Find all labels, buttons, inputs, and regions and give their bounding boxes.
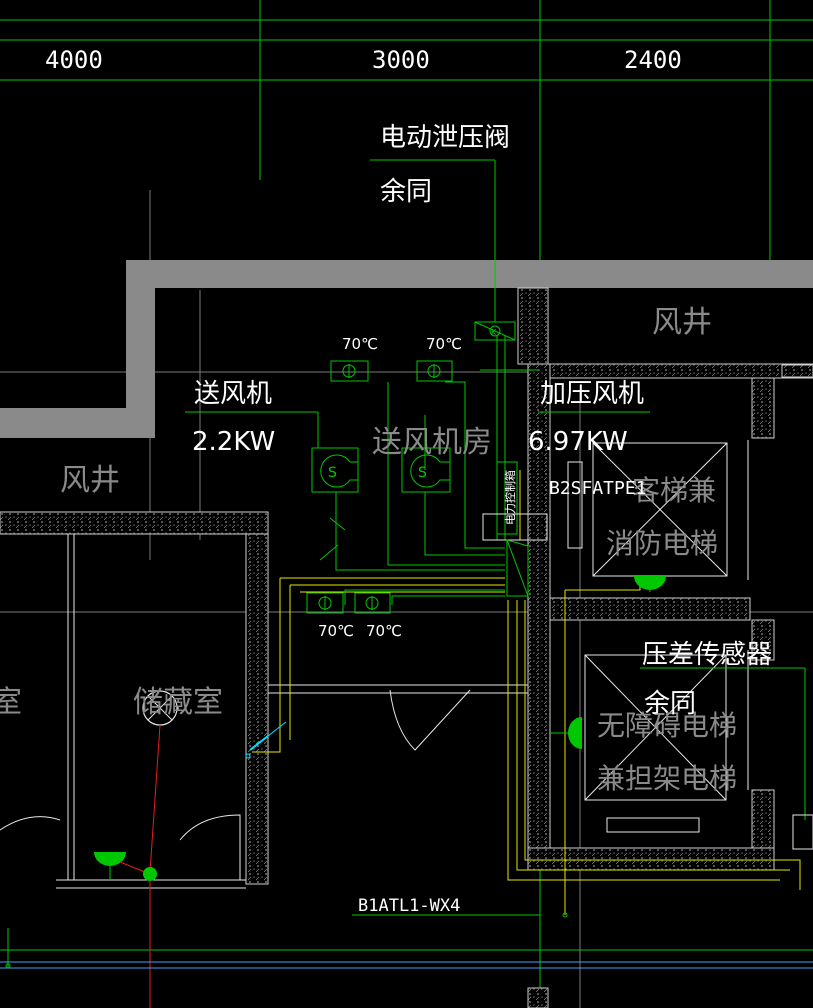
storage-fixture xyxy=(119,690,178,1008)
press-fan-power: 6.97KW xyxy=(528,427,628,457)
control-box-label: 电力控制箱 xyxy=(503,470,517,525)
pressure-sensors xyxy=(94,576,666,880)
elevator-a-label-2: 消防电梯 xyxy=(606,527,718,560)
circuit-label: B1ATL1-WX4 xyxy=(358,896,460,916)
cable-runs xyxy=(252,470,801,915)
temp-label-2: 70℃ xyxy=(426,335,462,353)
dimension-4000: 4000 xyxy=(45,46,103,74)
fire-dampers xyxy=(306,360,453,614)
temp-label-3: 70℃ xyxy=(318,622,354,640)
shaft-left-label: 风井 xyxy=(60,463,120,498)
dimension-3000: 3000 xyxy=(372,46,430,74)
supply-fan-room-label: 送风机房 xyxy=(372,425,492,460)
press-fan-label: 加压风机 xyxy=(540,379,644,409)
storage-label: 储藏室 xyxy=(133,685,223,720)
supply-fan-icon: S xyxy=(311,447,359,493)
elevator-b-label-1: 无障碍电梯 xyxy=(597,709,737,742)
temp-label-1: 70℃ xyxy=(342,335,378,353)
shaft-right-label: 风井 xyxy=(652,305,712,340)
sensor-label: 压差传感器 xyxy=(642,640,772,670)
supply-fan-label: 送风机 xyxy=(194,379,272,409)
elevator-b-label-2: 兼担架电梯 xyxy=(597,762,737,795)
fan-symbol-2: S xyxy=(418,465,427,481)
elevator-b xyxy=(584,650,749,833)
supply-fan-power: 2.2KW xyxy=(192,427,275,457)
control-box: 电力控制箱 xyxy=(482,461,548,597)
storage-partial-label: 室 xyxy=(0,685,22,720)
circuit-conduit xyxy=(0,721,813,969)
dimension-2400: 2400 xyxy=(624,46,682,74)
fan-symbol-1: S xyxy=(328,465,337,481)
edge-box xyxy=(792,814,813,850)
motorized-damper: K xyxy=(474,321,516,341)
damper-note: 余同 xyxy=(380,177,432,207)
sensor-note: 余同 xyxy=(644,689,696,719)
hatched-walls xyxy=(0,287,813,1008)
damper-symbol: K xyxy=(491,328,497,337)
temp-label-4: 70℃ xyxy=(366,622,402,640)
damper-label: 电动泄压阀 xyxy=(380,123,510,153)
panel-label: B2SFATPE1 xyxy=(549,478,647,499)
outer-wall xyxy=(0,260,813,438)
pressurization-fan-icon: S xyxy=(401,447,451,493)
elevator-a-label-1: 客梯兼 xyxy=(632,474,716,507)
control-wiring xyxy=(7,159,806,968)
